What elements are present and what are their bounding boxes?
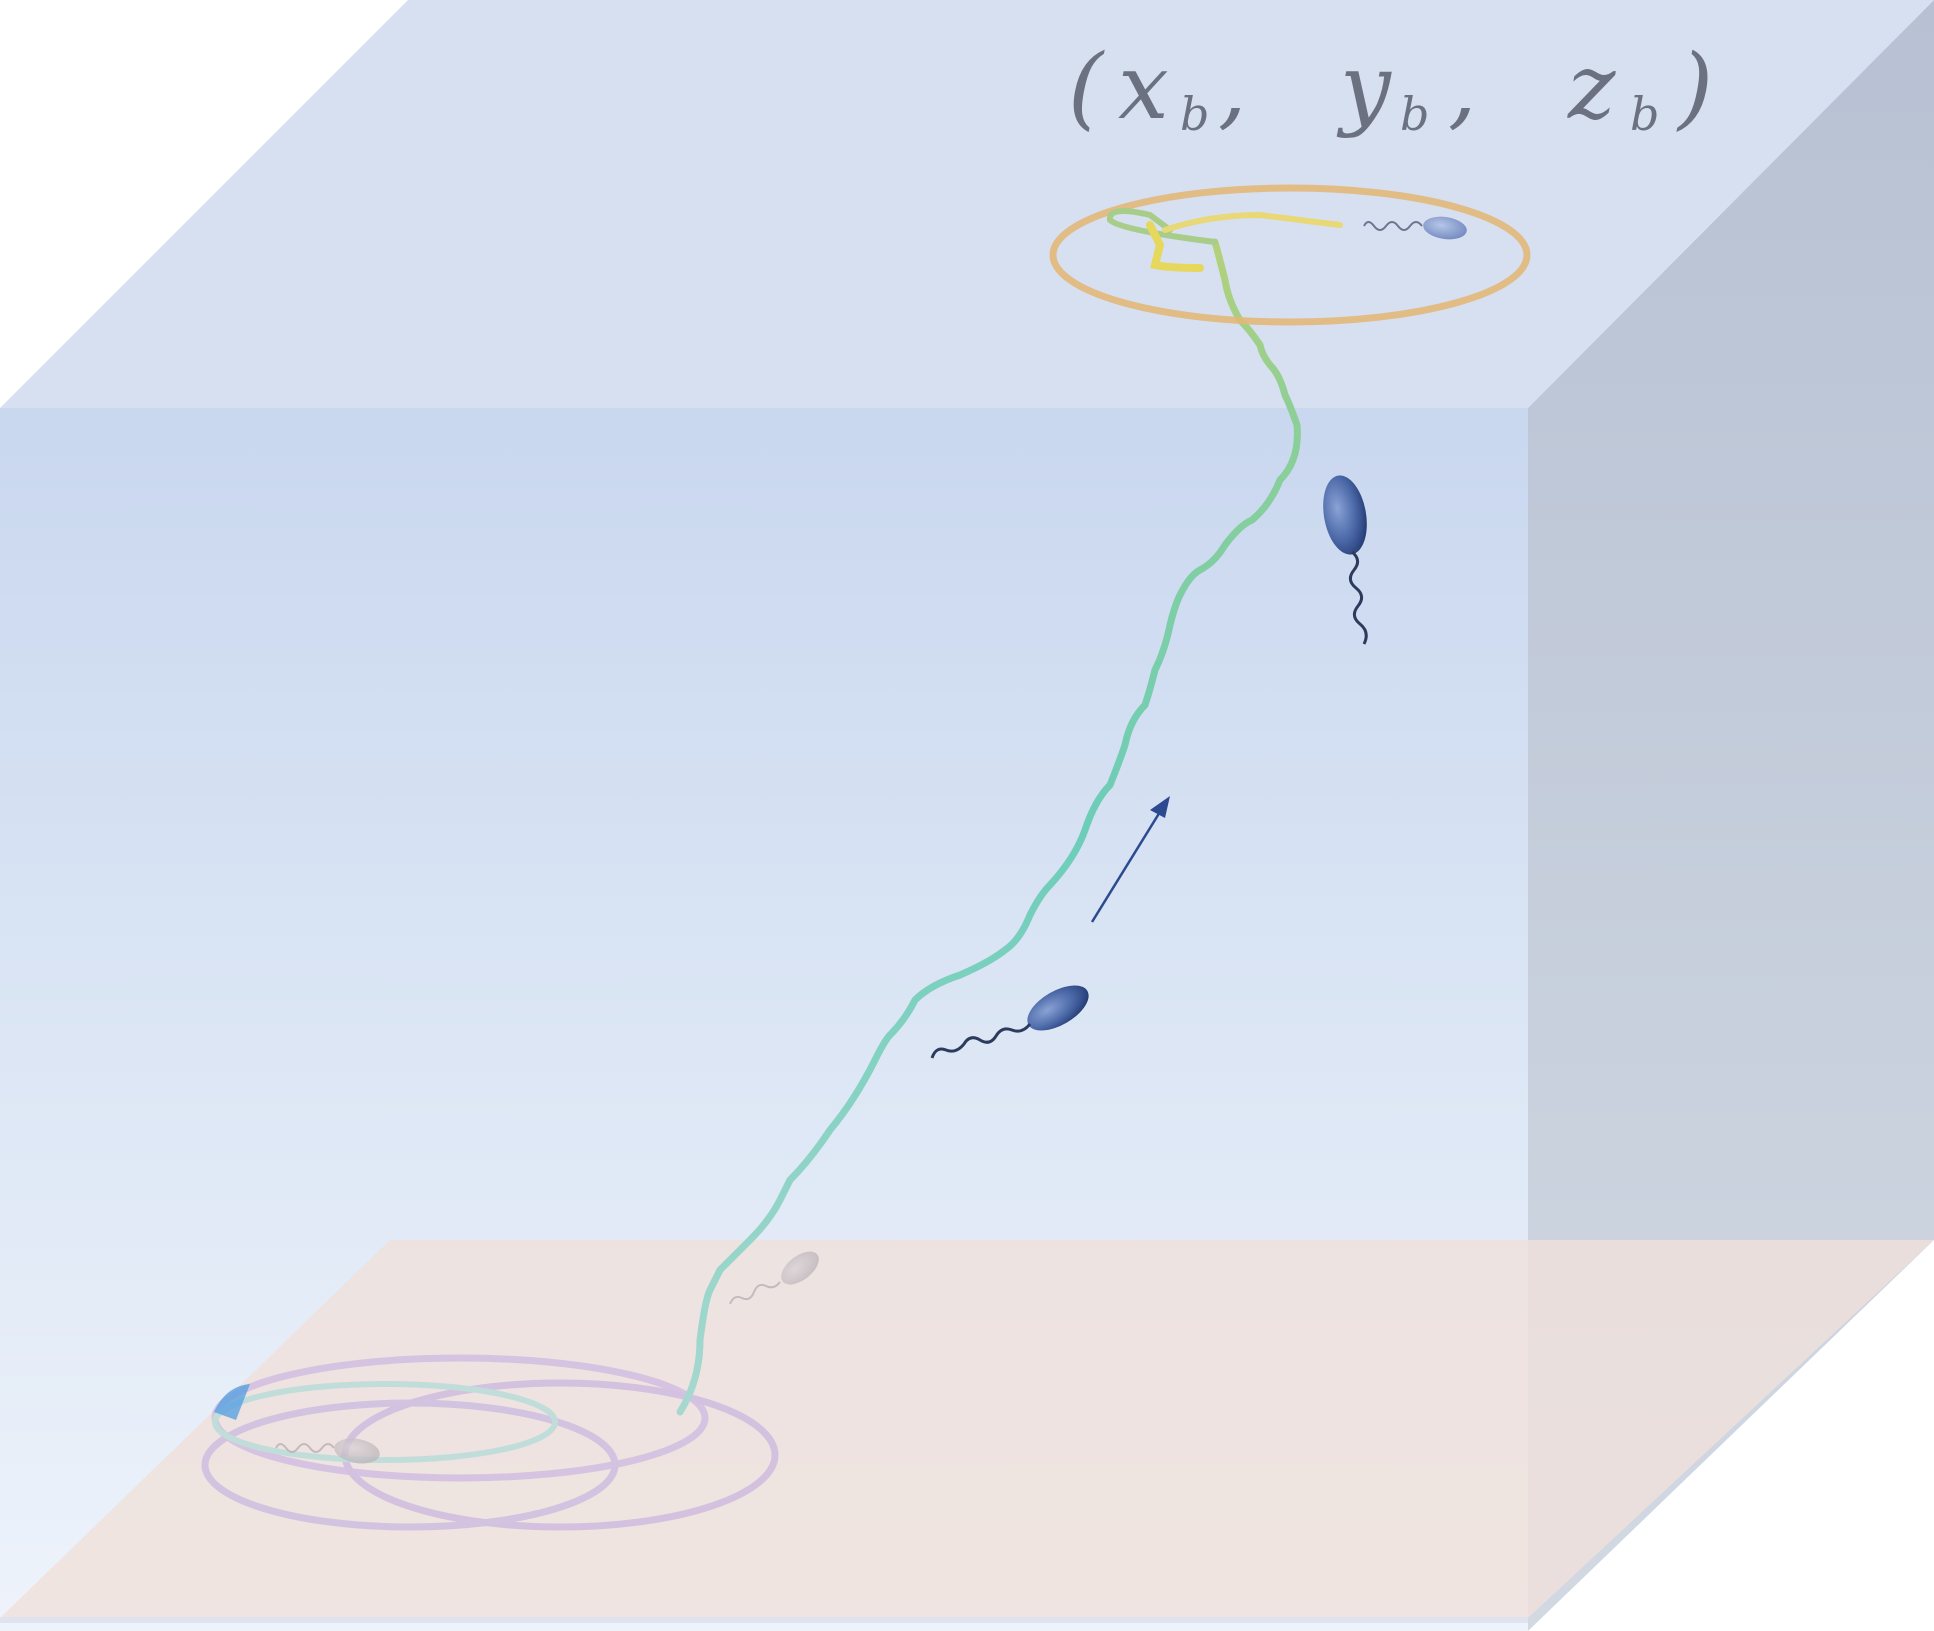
bottom-loops bbox=[201, 1354, 779, 1531]
bacterium-icon bbox=[729, 1251, 819, 1305]
bacterium-icon bbox=[1323, 475, 1368, 645]
bacterium-icon bbox=[1363, 216, 1467, 240]
label-sep-1: , bbox=[1218, 35, 1247, 140]
label-z-sub: b bbox=[1630, 87, 1659, 141]
bacterium-icon bbox=[275, 1438, 380, 1464]
label-sep-2: , bbox=[1448, 35, 1477, 140]
label-close-paren: ) bbox=[1676, 35, 1713, 140]
label-z: z bbox=[1567, 35, 1616, 140]
label-x: x bbox=[1118, 35, 1169, 140]
blue-marker bbox=[214, 1384, 250, 1420]
bacterium-icon bbox=[930, 985, 1089, 1059]
coordinate-label: ( x b , y b , z b ) bbox=[1068, 35, 1713, 141]
arrow-up-right-icon bbox=[1090, 796, 1170, 923]
label-y-sub: b bbox=[1400, 87, 1429, 141]
box-right-face bbox=[1528, 0, 1934, 1631]
top-loop bbox=[1049, 184, 1531, 326]
trajectory-trail bbox=[676, 238, 1301, 1416]
label-y: y bbox=[1336, 35, 1392, 140]
label-x-sub: b bbox=[1180, 87, 1209, 141]
label-open-paren: ( bbox=[1068, 35, 1105, 140]
